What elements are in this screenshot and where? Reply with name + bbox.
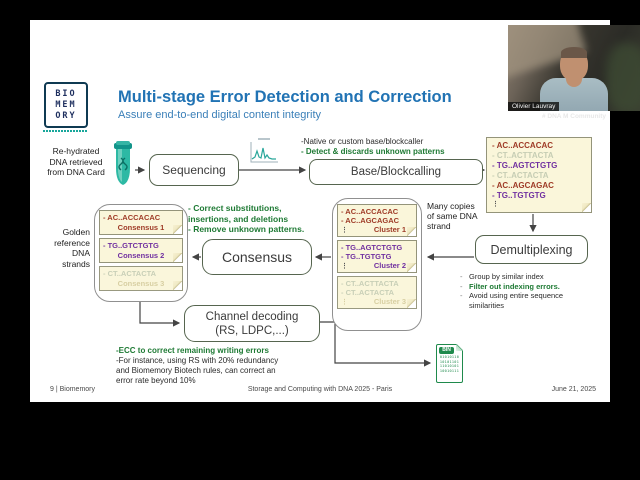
ellipsis-dots: ⋮: [341, 227, 348, 234]
cluster-label: Cluster 2: [373, 261, 406, 270]
sequencing-label: Sequencing: [162, 163, 226, 177]
cluster-label: Cluster 3: [373, 297, 406, 306]
footer-conference: Storage and Computing with DNA 2025 - Pa…: [247, 386, 393, 393]
consensus-note-3: - CT..ACTACTA Consensus 3: [99, 266, 183, 291]
logo-tagline: [43, 130, 87, 132]
speaker-hair: [561, 47, 587, 58]
cluster-seq: - TG..TGTGTG: [341, 252, 392, 261]
ellipsis-dots: ⋮: [492, 201, 499, 208]
consensus-note-line: - Correct substitutions,: [188, 203, 282, 213]
cluster-note-2: - TG..AGTCTGTG - TG..TGTGTG ⋮ Cluster 2: [337, 240, 417, 273]
read-line: - CT..ACTACTA: [492, 171, 549, 180]
golden-label-text: Consensus 1: [117, 222, 165, 232]
consensus-note-2: - TG..GTCTGTG Consensus 2: [99, 238, 183, 263]
raw-reads-note: - AC..ACCACAC - CT..ACTTACTA - TG..AGTCT…: [486, 137, 592, 213]
demux-bullet-green: Filter out indexing errors.: [469, 281, 560, 291]
read-line: - TG..TGTGTG: [492, 191, 546, 200]
demux-bullet: Avoid using entire sequence similarities: [469, 291, 564, 310]
golden-label-line: Golden: [62, 227, 90, 237]
ecc-note-line: error rate beyond 10%: [116, 376, 196, 385]
input-dna-label-line: DNA retrieved: [49, 156, 103, 167]
cluster-note-1: - AC..ACCACAC - AC..AGCAGAC ⋮ Cluster 1: [337, 204, 417, 237]
basecalling-label: Base/Blockcalling: [350, 166, 442, 178]
ellipsis-dots: ⋮: [341, 299, 348, 306]
cluster-seq: - AC..AGCAGAC: [341, 216, 400, 225]
input-dna-label-line: from DNA Card: [47, 167, 105, 177]
bin-file-title: BIN: [439, 347, 454, 354]
cluster-note-3: - CT..ACTTACTA - CT..ACTACTA ⋮ Cluster 3: [337, 276, 417, 309]
footer-date: June 21, 2025: [551, 386, 596, 393]
consensus-note-1: - AC..ACCACAC Consensus 1: [99, 210, 183, 235]
ecc-note-green: -ECC to correct remaining writing errors: [116, 346, 269, 355]
input-dna-label-line: Re-hydrated: [52, 146, 100, 156]
bin-file-icon: BIN 01010110 10101101 11010101 10010111: [436, 344, 463, 383]
golden-strands-container: - AC..ACCACAC Consensus 1 - TG..GTCTGTG …: [94, 204, 188, 302]
golden-seq: - CT..ACTACTA: [103, 269, 157, 278]
sequencing-box: Sequencing: [149, 154, 239, 186]
consensus-label: Consensus: [221, 249, 293, 265]
read-line: - AC..AGCAGAC: [492, 181, 554, 190]
channel-decoding-box: Channel decoding (RS, LDPC,...): [184, 305, 320, 342]
bin-file-bits: 11010101: [439, 364, 460, 368]
footer-page-number: 9 | Biomemory: [50, 386, 95, 393]
bullet-dash: -: [460, 281, 463, 291]
golden-reference-label: Golden reference DNA strands: [38, 227, 90, 269]
many-copies-label: Many copies of same DNA strand: [427, 201, 478, 231]
bin-file-bits: 10101101: [439, 359, 460, 364]
dna-tube-icon: [114, 141, 132, 185]
consensus-notes: - Correct substitutions, insertions, and…: [188, 203, 304, 235]
ellipsis-dots: ⋮: [341, 263, 348, 270]
biomemory-logo: BIO MEM ORY: [44, 82, 88, 128]
demultiplexing-bullets: - Group by similar index - Filter out in…: [460, 272, 586, 310]
bullet-dash: -: [460, 291, 463, 300]
bin-file-bits: 10010111: [439, 368, 460, 373]
golden-label-line: DNA: [72, 248, 90, 258]
ecc-notes: -ECC to correct remaining writing errors…: [116, 346, 278, 386]
basecalling-note: -Native or custom base/blockcaller: [301, 137, 424, 146]
golden-label-line: reference: [54, 237, 90, 248]
basecalling-box: Base/Blockcalling: [309, 159, 483, 185]
logo-row: MEM: [55, 99, 77, 110]
webcam-background-plant: [606, 43, 640, 111]
slide-subtitle: Assure end-to-end digital content integr…: [118, 109, 322, 121]
demultiplexing-label: Demultiplexing: [490, 242, 573, 257]
channel-decoding-label: Channel decoding: [205, 310, 299, 323]
read-line: - CT..ACTTACTA: [492, 151, 554, 160]
clusters-container: - AC..ACCACAC - AC..AGCAGAC ⋮ Cluster 1 …: [332, 198, 422, 331]
demux-bullet: Group by similar index: [469, 272, 544, 281]
basecalling-note-green: - Detect & discards unknown patterns: [301, 147, 445, 156]
golden-label-text: Consensus 3: [117, 278, 165, 288]
ecc-note-line: -For instance, using RS with 20% redunda…: [116, 356, 279, 365]
webcam-caption: # DNA M Community: [541, 113, 607, 120]
cluster-seq: - TG..AGTCTGTG: [341, 243, 403, 252]
bin-file-bits: 01010110: [439, 355, 460, 359]
consensus-note-line: - Remove unknown patterns.: [188, 224, 305, 234]
webcam-video[interactable]: Olivier Lauvray: [508, 25, 640, 111]
read-line: - TG..AGTCTGTG: [492, 161, 558, 170]
input-dna-label: Re-hydrated DNA retrieved from DNA Card: [30, 146, 122, 178]
logo-row: BIO: [55, 88, 77, 99]
speaker-neck: [566, 78, 582, 87]
bullet-dash: -: [460, 272, 463, 281]
golden-label-text: Consensus 2: [117, 250, 165, 260]
cluster-label: Cluster 1: [373, 225, 406, 234]
golden-seq: - TG..GTCTGTG: [103, 241, 159, 250]
read-line: - AC..ACCACAC: [492, 141, 554, 150]
slide-title: Multi-stage Error Detection and Correcti…: [118, 88, 452, 106]
cluster-seq: - CT..ACTTACTA: [341, 279, 399, 288]
golden-label-line: strands: [62, 258, 90, 269]
demultiplexing-box: Demultiplexing: [475, 235, 588, 264]
ecc-note-line: and Biomemory Biotech rules, can correct…: [116, 366, 276, 375]
consensus-box: Consensus: [202, 239, 312, 275]
speaker-name-tag: Olivier Lauvray: [508, 102, 560, 111]
signal-trace-icon: [250, 138, 278, 163]
consensus-note-line: insertions, and deletions: [188, 213, 289, 224]
cluster-seq: - AC..ACCACAC: [341, 207, 399, 216]
logo-row: ORY: [55, 110, 77, 121]
golden-seq: - AC..ACCACAC: [103, 213, 161, 222]
channel-decoding-sublabel: (RS, LDPC,...): [215, 324, 289, 337]
cluster-seq: - CT..ACTACTA: [341, 288, 395, 297]
